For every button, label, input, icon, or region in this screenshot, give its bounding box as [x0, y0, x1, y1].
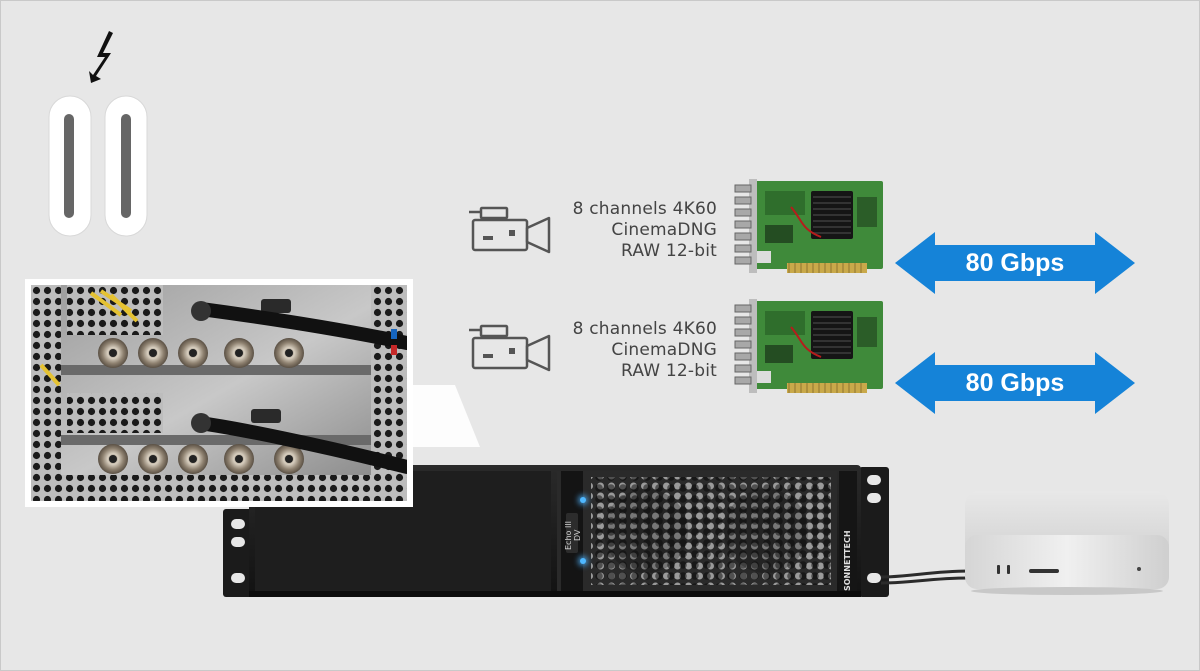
capture-spec-caption: 8 channels 4K60 CinemaDNG RAW 12-bit — [557, 199, 717, 262]
status-led — [580, 558, 586, 564]
mac-studio — [965, 491, 1169, 595]
spec-line: CinemaDNG — [611, 340, 717, 360]
spec-line: CinemaDNG — [611, 220, 717, 240]
capture-card — [734, 179, 883, 273]
thunderbolt-icon — [89, 31, 113, 83]
video-camera-icon — [469, 206, 551, 254]
spec-line: RAW 12-bit — [621, 241, 717, 261]
rack-chassis — [223, 465, 889, 597]
spec-line: 8 channels 4K60 — [572, 319, 717, 339]
bandwidth-arrow: 80 Gbps — [895, 232, 1135, 294]
video-camera-icon — [469, 324, 551, 372]
front-badge: Echo III DV — [564, 520, 582, 550]
status-led — [580, 497, 586, 503]
brand-label: SONNETTECH — [843, 530, 852, 591]
spec-line: RAW 12-bit — [621, 361, 717, 381]
bandwidth-label: 80 Gbps — [965, 369, 1065, 397]
bandwidth-label: 80 Gbps — [965, 249, 1065, 277]
bandwidth-arrow: 80 Gbps — [895, 352, 1135, 414]
spec-line: 8 channels 4K60 — [572, 199, 717, 219]
thunderbolt-port-icon — [47, 94, 151, 245]
thunderbolt-cables — [881, 569, 970, 585]
capture-card — [734, 299, 883, 393]
capture-spec-caption: 8 channels 4K60 CinemaDNG RAW 12-bit — [557, 319, 717, 382]
inset-pointer — [405, 385, 480, 447]
port-inset-photo — [31, 285, 407, 501]
